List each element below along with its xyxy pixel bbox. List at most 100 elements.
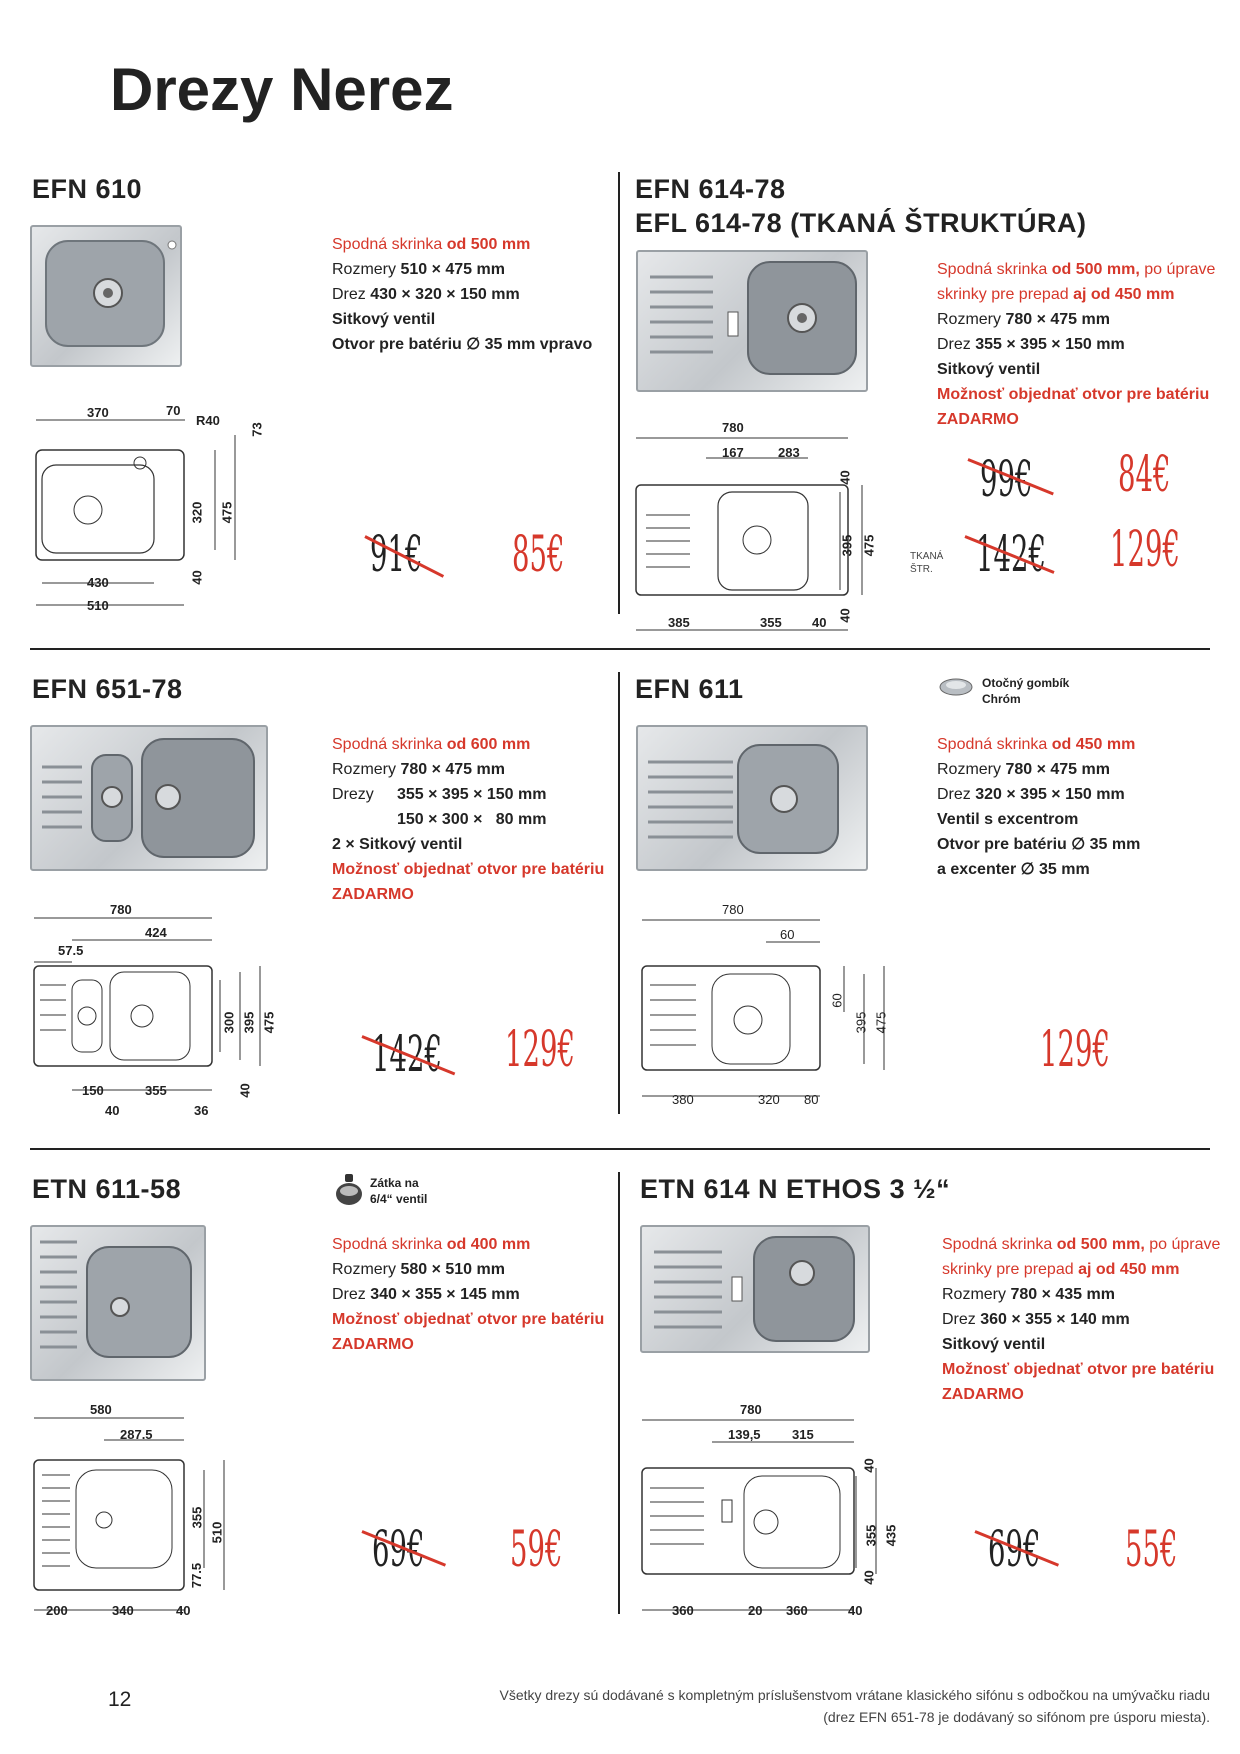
dim-label: 40 (189, 570, 205, 585)
spec-option-free: ZADARMO (332, 886, 414, 903)
technical-drawing (641, 1419, 877, 1611)
dim-label: 36 (194, 1103, 209, 1118)
spec-tap-hole: Otvor pre batériu ∅ 35 mm vpravo (332, 336, 593, 353)
dim-label: 360 (672, 1603, 694, 1618)
dim-label: 320 (758, 1092, 780, 1107)
dim-label: 40 (848, 1603, 863, 1618)
dim-label: 60 (829, 993, 845, 1008)
footer-line-2: (drez EFN 651-78 je dodávaný so sifónom … (823, 1709, 1210, 1725)
sink-photo-svg (650, 261, 857, 375)
dim-label: 430 (87, 575, 109, 590)
spec-option-free: ZADARMO (937, 411, 1019, 428)
sink-photo (636, 250, 868, 392)
spec-bowl: Drez 360 × 355 × 140 mm (942, 1311, 1130, 1328)
dim-label: 380 (672, 1092, 694, 1107)
spec-valve: Sitkový ventil (942, 1336, 1046, 1353)
dim-label: 475 (261, 1011, 277, 1034)
dim-label: 139,5 (728, 1427, 761, 1442)
spec-cabinet-overflow: skrinky pre prepad aj od 450 mm (937, 286, 1175, 303)
spec-cabinet: Spodná skrinka od 600 mm (332, 736, 531, 753)
spec-list: Spodná skrinka od 450 mm Rozmery 780 × 4… (937, 732, 1140, 882)
variant-label: TKANÁ ŠTR. (910, 551, 944, 575)
spec-dimensions: Rozmery 780 × 475 mm (332, 761, 505, 778)
spec-cabinet-overflow: skrinky pre prepad aj od 450 mm (942, 1261, 1180, 1278)
spec-dimensions: Rozmery 780 × 475 mm (937, 311, 1110, 328)
dim-label: 40 (105, 1103, 120, 1118)
product-title: ETN 614 N ETHOS 3 ½“ (640, 1174, 951, 1204)
technical-drawing (33, 1417, 225, 1611)
spec-option: Možnosť objednať otvor pre batériu (942, 1361, 1215, 1378)
product-title: EFN 651-78 (32, 674, 183, 704)
price-new: 84€ (1118, 445, 1171, 503)
divider-row-2 (30, 1148, 1210, 1150)
sink-photo-svg (648, 744, 839, 854)
dim-label: 77.5 (189, 1562, 205, 1589)
sink-photo-svg (42, 738, 255, 858)
dim-label: 475 (873, 1011, 889, 1034)
dim-label: 20 (748, 1603, 763, 1618)
dim-label: 435 (883, 1524, 899, 1547)
dim-label: 360 (786, 1603, 808, 1618)
product-title: ETN 611-58 (32, 1174, 182, 1204)
price-new: 129€ (1040, 1020, 1110, 1078)
dim-label: 73 (249, 422, 265, 437)
dim-label: 300 (221, 1011, 237, 1034)
page-title: Drezy Nerez (110, 56, 454, 123)
dim-label: 80 (804, 1092, 819, 1107)
spec-list: Spodná skrinka od 500 mm, po úprave skri… (937, 257, 1215, 432)
dim-label: 424 (145, 925, 167, 940)
spec-list: Spodná skrinka od 600 mm Rozmery 780 × 4… (332, 732, 604, 907)
plug-icon (336, 1174, 362, 1205)
dim-label: 340 (112, 1603, 134, 1618)
dim-label: R40 (196, 413, 220, 428)
divider-col-2 (618, 672, 620, 1114)
sink-photo (30, 225, 182, 367)
dim-label: 57.5 (58, 943, 84, 958)
sink-photo-svg (40, 1240, 192, 1358)
spec-dimensions: Rozmery 510 × 475 mm (332, 261, 505, 278)
divider-col-3 (618, 1172, 620, 1614)
dim-label: 287.5 (120, 1427, 153, 1442)
dim-label: 40 (861, 1458, 877, 1473)
technical-drawing (33, 917, 261, 1091)
product-title-variant: EFL 614-78 (TKANÁ ŠTRUKTÚRA) (635, 208, 1087, 238)
spec-excenter: a excenter ∅ 35 mm (937, 861, 1090, 878)
dim-label: 510 (209, 1521, 225, 1544)
spec-bowl: Drez 430 × 320 × 150 mm (332, 286, 520, 303)
footer-line-1: Všetky drezy sú dodávané s kompletným pr… (499, 1687, 1210, 1703)
spec-cabinet: Spodná skrinka od 500 mm, po úprave (937, 261, 1216, 278)
dim-label: 40 (837, 470, 853, 485)
dim-label: 385 (668, 615, 690, 630)
product-title: EFN 611 (635, 674, 744, 704)
technical-drawing (35, 419, 236, 606)
accessory-note: Otočný gombík Chróm (982, 676, 1070, 706)
sink-photo (640, 1225, 870, 1353)
price-new: 55€ (1125, 1520, 1178, 1578)
divider-row-1 (30, 648, 1210, 650)
spec-option: Možnosť objednať otvor pre batériu (332, 861, 605, 878)
dim-label: 150 (82, 1083, 104, 1098)
dim-label: 395 (241, 1011, 257, 1034)
spec-bowl: Drez 340 × 355 × 145 mm (332, 1286, 520, 1303)
spec-list: Spodná skrinka od 500 mm, po úprave skri… (942, 1232, 1220, 1407)
knob-icon (939, 678, 973, 696)
sink-photo-svg (654, 1236, 855, 1342)
spec-dimensions: Rozmery 580 × 510 mm (332, 1261, 505, 1278)
spec-list: Spodná skrinka od 400 mm Rozmery 580 × 5… (332, 1232, 604, 1357)
dim-label: 320 (189, 501, 205, 524)
dim-label: 40 (176, 1603, 191, 1618)
price-new: 59€ (510, 1520, 563, 1578)
page-number: 12 (108, 1688, 132, 1711)
dim-label: 780 (722, 420, 744, 435)
spec-tap-hole: Otvor pre batériu ∅ 35 mm (937, 836, 1141, 853)
spec-cabinet: Spodná skrinka od 500 mm (332, 236, 531, 253)
technical-drawing (635, 437, 863, 631)
sink-photo (30, 1225, 206, 1381)
spec-bowl: Drez 320 × 395 × 150 mm (937, 786, 1125, 803)
spec-cabinet: Spodná skrinka od 500 mm, po úprave (942, 1236, 1221, 1253)
dim-label: 780 (740, 1402, 762, 1417)
spec-option-free: ZADARMO (332, 1336, 414, 1353)
sink-photo (636, 725, 868, 871)
dim-label: 315 (792, 1427, 814, 1442)
spec-option: Možnosť objednať otvor pre batériu (937, 386, 1210, 403)
